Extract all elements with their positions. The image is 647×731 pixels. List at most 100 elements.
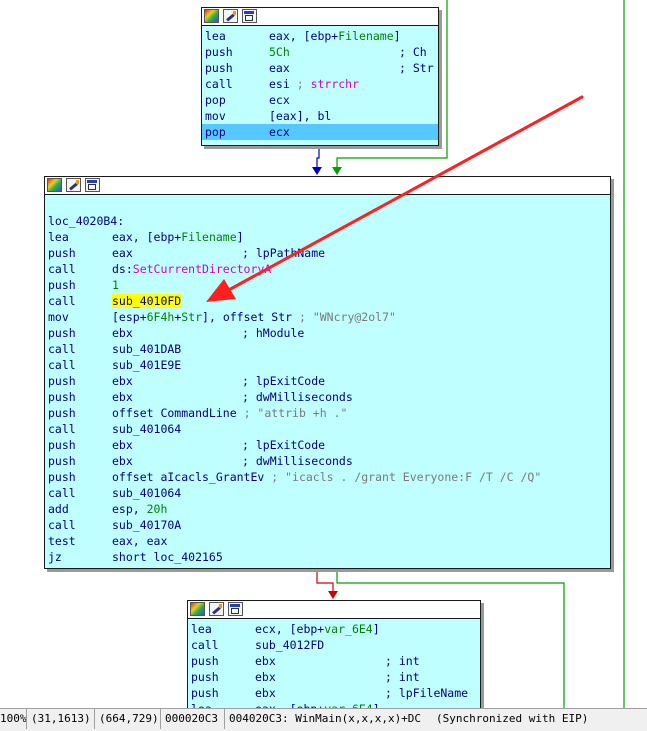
code-token[interactable]: ; lpExitCode xyxy=(242,438,326,452)
code-token[interactable]: eax, eax xyxy=(112,534,168,548)
code-line[interactable]: mov[eax], bl xyxy=(202,108,438,124)
code-token[interactable]: Filename xyxy=(338,29,394,43)
code-line[interactable]: mov[esp+6F4h+Str], offset Str ; "WNcry@2… xyxy=(45,309,610,325)
code-token[interactable]: 20h xyxy=(146,502,168,516)
code-token[interactable]: ecx xyxy=(269,125,290,139)
code-token[interactable]: ], offset Str xyxy=(202,310,299,324)
code-token[interactable]: 6F4h xyxy=(146,310,175,324)
code-token[interactable]: [eax], bl xyxy=(269,109,332,123)
code-token[interactable]: ebx xyxy=(112,454,133,468)
code-token[interactable]: ; dwMilliseconds xyxy=(242,390,353,404)
code-token[interactable]: Filename xyxy=(181,230,237,244)
graph-color-icon[interactable] xyxy=(47,178,62,192)
code-token[interactable]: ] xyxy=(236,230,244,244)
code-token[interactable]: ; hModule xyxy=(242,326,305,340)
code-token[interactable]: ; int xyxy=(385,654,420,668)
code-token[interactable]: short loc_402165 xyxy=(112,550,223,564)
code-token[interactable]: ; Str xyxy=(399,61,434,75)
code-token[interactable]: sub_4012FD xyxy=(255,638,325,652)
assembly-listing-icon[interactable] xyxy=(242,9,257,23)
code-token[interactable]: ebx xyxy=(112,374,133,388)
code-token[interactable]: sub_401DAB xyxy=(112,342,182,356)
code-token[interactable]: + xyxy=(174,310,182,324)
code-token[interactable]: ] xyxy=(393,29,401,43)
code-token[interactable]: sub_401E9E xyxy=(112,358,182,372)
code-token[interactable]: ; lpFileName xyxy=(385,686,469,700)
highlighted-operand[interactable]: sub_4010FD xyxy=(112,294,182,308)
code-token[interactable]: eax, [ebp+ xyxy=(112,230,182,244)
code-token[interactable]: ] xyxy=(372,622,380,636)
code-token[interactable]: ebx xyxy=(255,654,276,668)
edit-node-color-icon[interactable] xyxy=(66,178,81,192)
code-token[interactable]: eax, [ebp+ xyxy=(269,29,339,43)
code-token[interactable]: [esp+ xyxy=(112,310,147,324)
code-token[interactable]: 1 xyxy=(112,278,119,292)
code-token[interactable]: ; Ch xyxy=(399,45,427,59)
code-token[interactable]: ecx xyxy=(269,93,290,107)
code-token[interactable]: ebx xyxy=(112,326,133,340)
code-token[interactable]: ebx xyxy=(112,438,133,452)
code-token[interactable]: ecx, [ebp+ xyxy=(255,622,325,636)
code-token[interactable]: Str xyxy=(181,310,203,324)
code-token[interactable]: ; xyxy=(296,77,311,91)
code-label-line[interactable] xyxy=(45,197,610,213)
edit-node-color-icon[interactable] xyxy=(223,9,238,23)
code-token[interactable]: 5Ch xyxy=(269,45,290,59)
code-token[interactable]: ; int xyxy=(385,670,420,684)
edit-node-color-icon[interactable] xyxy=(209,602,224,616)
code-token[interactable]: sub_401064 xyxy=(112,486,182,500)
code-token[interactable]: strrchr xyxy=(310,77,360,91)
code-token[interactable]: esp, xyxy=(112,502,147,516)
code-label-line[interactable]: loc_4020B4: xyxy=(48,214,125,228)
code-token[interactable]: ; dwMilliseconds xyxy=(242,454,353,468)
code-token[interactable]: sub_40170A xyxy=(112,518,182,532)
assembly-listing-icon[interactable] xyxy=(228,602,243,616)
code-token[interactable]: eax xyxy=(269,61,290,75)
code-token[interactable]: ; "attrib +h ." xyxy=(243,406,348,420)
code-token[interactable]: ; lpPathName xyxy=(242,246,326,260)
code-token[interactable]: eax xyxy=(112,246,133,260)
code-token[interactable]: ebx xyxy=(255,686,276,700)
code-token[interactable]: ebx xyxy=(255,670,276,684)
graph-color-icon[interactable] xyxy=(204,9,219,23)
code-token[interactable]: ; "icacls . /grant Everyone:F /T /C /Q" xyxy=(271,470,542,484)
code-token[interactable]: ; lpExitCode xyxy=(242,374,326,388)
graph-color-icon[interactable] xyxy=(190,602,205,616)
code-token[interactable]: offset CommandLine xyxy=(112,406,244,420)
code-token[interactable]: offset aIcacls_GrantEv xyxy=(112,470,272,484)
assembly-listing-icon[interactable] xyxy=(85,178,100,192)
code-token[interactable]: esi xyxy=(269,77,297,91)
code-token[interactable]: ds: xyxy=(112,262,133,276)
